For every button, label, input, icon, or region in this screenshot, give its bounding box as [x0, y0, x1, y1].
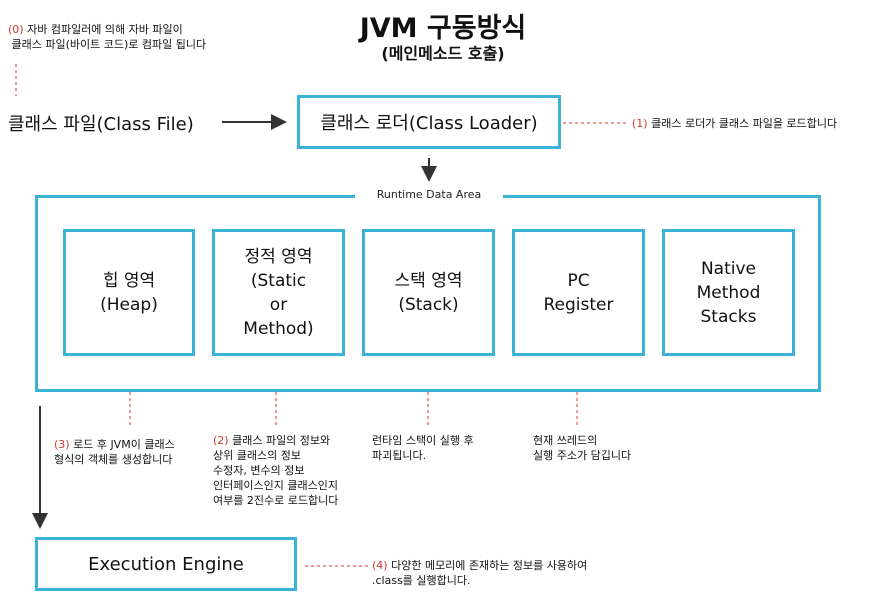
- class-loader-label: 클래스 로더(Class Loader): [320, 113, 538, 134]
- class-file-label: 클래스 파일(Class File): [8, 114, 194, 135]
- runtime-data-area-label: Runtime Data Area: [355, 188, 503, 201]
- note-4: (4) 다양한 메모리에 존재하는 정보를 사용하여 .class를 실행합니다…: [372, 558, 587, 588]
- note-1: (1) 클래스 로더가 클래스 파일을 로드합니다: [632, 116, 837, 131]
- note-0: (0) 자바 컴파일러에 의해 자바 파일이 클래스 파일(바이트 코드)로 컴…: [8, 22, 206, 52]
- diagram-title: JVM 구동방식: [359, 13, 527, 44]
- note-4-text: 다양한 메모리에 존재하는 정보를 사용하여 .class를 실행합니다.: [372, 559, 588, 587]
- diagram-subtitle: (메인메소드 호출): [381, 44, 505, 63]
- pc-register-label: PC Register: [543, 270, 614, 315]
- stack-note: 런타임 스택이 실행 후 파괴됩니다.: [372, 434, 474, 462]
- native-method-stacks-label: Native Method Stacks: [696, 258, 761, 327]
- heap-area-box: 힙 영역 (Heap): [63, 229, 195, 356]
- execution-engine-label: Execution Engine: [88, 553, 244, 575]
- note-4-number: (4): [372, 559, 388, 572]
- note-0-text: 자바 컴파일러에 의해 자바 파일이 클래스 파일(바이트 코드)로 컴파일 됩…: [11, 23, 207, 51]
- note-3-text: 로드 후 JVM이 클래스 형식의 객체를 생성합니다: [54, 438, 175, 466]
- static-area-label: 정적 영역 (Static or Method): [243, 246, 314, 339]
- note-3: (3) 로드 후 JVM이 클래스 형식의 객체를 생성합니다: [54, 437, 175, 467]
- heap-area-label: 힙 영역 (Heap): [100, 270, 158, 315]
- native-method-stacks-box: Native Method Stacks: [662, 229, 795, 356]
- execution-engine-box: Execution Engine: [35, 537, 297, 591]
- note-2-number: (2): [213, 434, 229, 447]
- note-2: (2) 클래스 파일의 정보와 상위 클래스의 정보 수정자, 변수의 정보 인…: [213, 433, 338, 508]
- note-3-number: (3): [54, 438, 70, 451]
- pc-register-box: PC Register: [512, 229, 645, 356]
- stack-area-box: 스택 영역 (Stack): [362, 229, 495, 356]
- pc-note: 현재 쓰레드의 실행 주소가 담깁니다: [533, 434, 632, 462]
- static-area-box: 정적 영역 (Static or Method): [212, 229, 345, 356]
- class-loader-box: 클래스 로더(Class Loader): [297, 95, 561, 149]
- note-1-text: 클래스 로더가 클래스 파일을 로드합니다: [647, 117, 838, 130]
- note-1-number: (1): [632, 117, 648, 130]
- note-2-text: 클래스 파일의 정보와 상위 클래스의 정보 수정자, 변수의 정보 인터페이스…: [213, 434, 339, 507]
- note-0-number: (0): [8, 23, 24, 36]
- stack-area-label: 스택 영역 (Stack): [394, 270, 463, 315]
